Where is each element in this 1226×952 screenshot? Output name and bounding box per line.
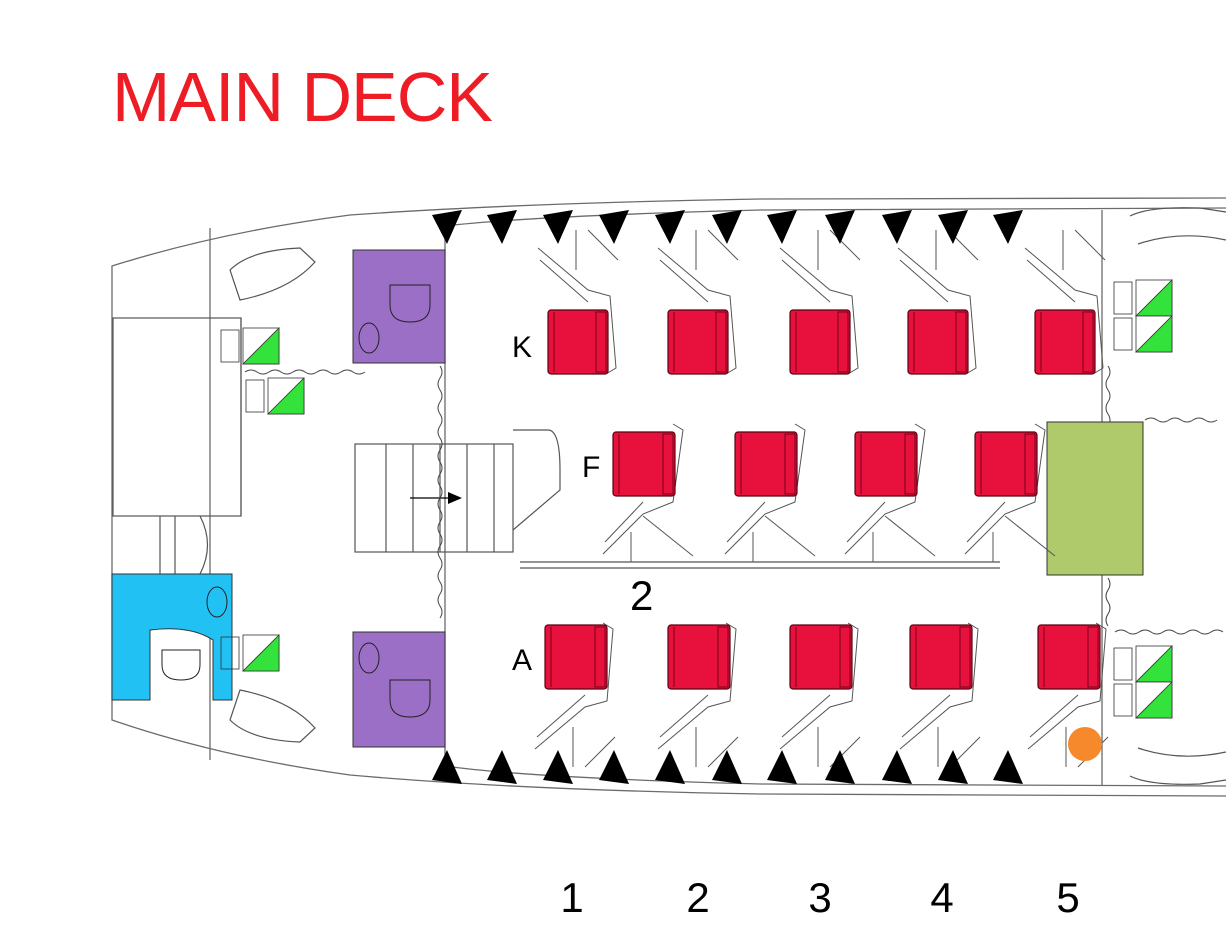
window-icon <box>655 210 685 244</box>
window-icon <box>655 750 685 784</box>
seat[interactable] <box>544 624 608 690</box>
seat[interactable] <box>854 431 918 497</box>
emergency-exit-icon <box>1113 645 1173 683</box>
seat-shell <box>844 423 936 562</box>
seat[interactable] <box>1034 309 1096 375</box>
emergency-exit-icon <box>220 327 280 365</box>
seat[interactable] <box>974 431 1038 497</box>
seat[interactable] <box>1037 624 1101 690</box>
seat-shell <box>964 423 1056 562</box>
window-icon <box>543 750 573 784</box>
window-icon <box>882 750 912 784</box>
seat[interactable] <box>789 309 851 375</box>
seat[interactable] <box>907 309 969 375</box>
column-number-2: 2 <box>686 874 709 921</box>
aft-structure <box>112 207 1226 785</box>
lavatory-aft-right <box>352 249 446 364</box>
emergency-exit-icon <box>245 377 305 415</box>
window-icon <box>543 210 573 244</box>
window-icon <box>432 210 462 244</box>
deck-title: MAIN DECK <box>112 58 493 136</box>
row-label-f: F <box>582 451 600 484</box>
seat[interactable] <box>612 431 676 497</box>
column-number-1: 1 <box>560 874 583 921</box>
seat[interactable] <box>547 309 609 375</box>
seat-shells <box>534 229 1109 768</box>
staircase-arrow <box>410 492 462 504</box>
window-icon <box>487 750 517 784</box>
seat-shell <box>724 423 816 562</box>
seat-shell <box>779 622 861 768</box>
window-icon <box>767 750 797 784</box>
lavatory-accessible <box>111 573 233 701</box>
window-icon <box>882 210 912 244</box>
window-icon <box>712 750 742 784</box>
curtains <box>244 365 1224 635</box>
galley <box>1046 421 1144 576</box>
special-marker-icon <box>1068 727 1102 761</box>
seat[interactable] <box>667 624 731 690</box>
section-label: 2 <box>630 572 653 619</box>
emergency-exit-icon <box>1113 681 1173 719</box>
window-icon <box>712 210 742 244</box>
window-icon <box>599 210 629 244</box>
window-icon <box>432 750 462 784</box>
window-icon <box>993 750 1023 784</box>
window-icon <box>599 750 629 784</box>
column-number-4: 4 <box>930 874 953 921</box>
row-label-k: K <box>512 331 532 364</box>
row-label-a: A <box>512 644 532 677</box>
lavatory-aft-left <box>352 631 446 748</box>
seat-shell <box>657 622 739 768</box>
window-icon <box>487 210 517 244</box>
seat-shell <box>779 229 861 375</box>
window-icon <box>825 750 855 784</box>
seat-shell <box>537 229 619 375</box>
seat-shell <box>1024 229 1106 375</box>
window-icon <box>938 750 968 784</box>
seat[interactable] <box>667 309 729 375</box>
seat[interactable] <box>734 431 798 497</box>
seat-shell <box>657 229 739 375</box>
exits <box>220 279 1173 719</box>
seat-shell <box>602 423 694 562</box>
seat-shell <box>534 622 616 768</box>
emergency-exit-icon <box>1113 279 1173 317</box>
windows <box>432 210 1023 784</box>
emergency-exit-icon <box>1113 315 1173 353</box>
seat[interactable] <box>909 624 973 690</box>
window-icon <box>767 210 797 244</box>
column-number-3: 3 <box>808 874 831 921</box>
seat[interactable] <box>789 624 853 690</box>
window-icon <box>938 210 968 244</box>
window-icon <box>993 210 1023 244</box>
column-number-5: 5 <box>1056 874 1079 921</box>
emergency-exit-icon <box>220 634 280 672</box>
seat-shell <box>897 229 979 375</box>
seats <box>544 309 1101 690</box>
window-icon <box>825 210 855 244</box>
